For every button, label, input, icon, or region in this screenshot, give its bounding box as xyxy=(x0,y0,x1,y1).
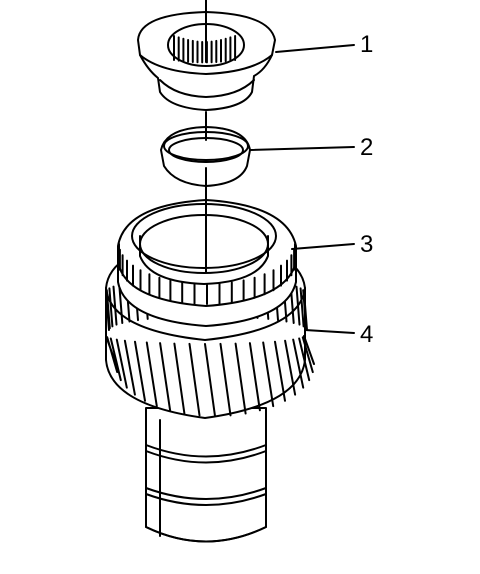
leader-line-2 xyxy=(249,146,355,151)
part-3-ring xyxy=(131,203,277,285)
callout-2: 2 xyxy=(360,134,374,161)
leader-line-3 xyxy=(291,243,355,250)
callout-3: 3 xyxy=(360,231,374,258)
part-2-thin-ring xyxy=(160,126,251,187)
leader-line-1 xyxy=(275,44,355,53)
leader-lines xyxy=(249,44,355,334)
gear-shaft xyxy=(145,407,267,543)
callout-4: 4 xyxy=(360,321,374,348)
leader-line-4 xyxy=(304,329,355,334)
callout-1: 1 xyxy=(360,31,374,58)
